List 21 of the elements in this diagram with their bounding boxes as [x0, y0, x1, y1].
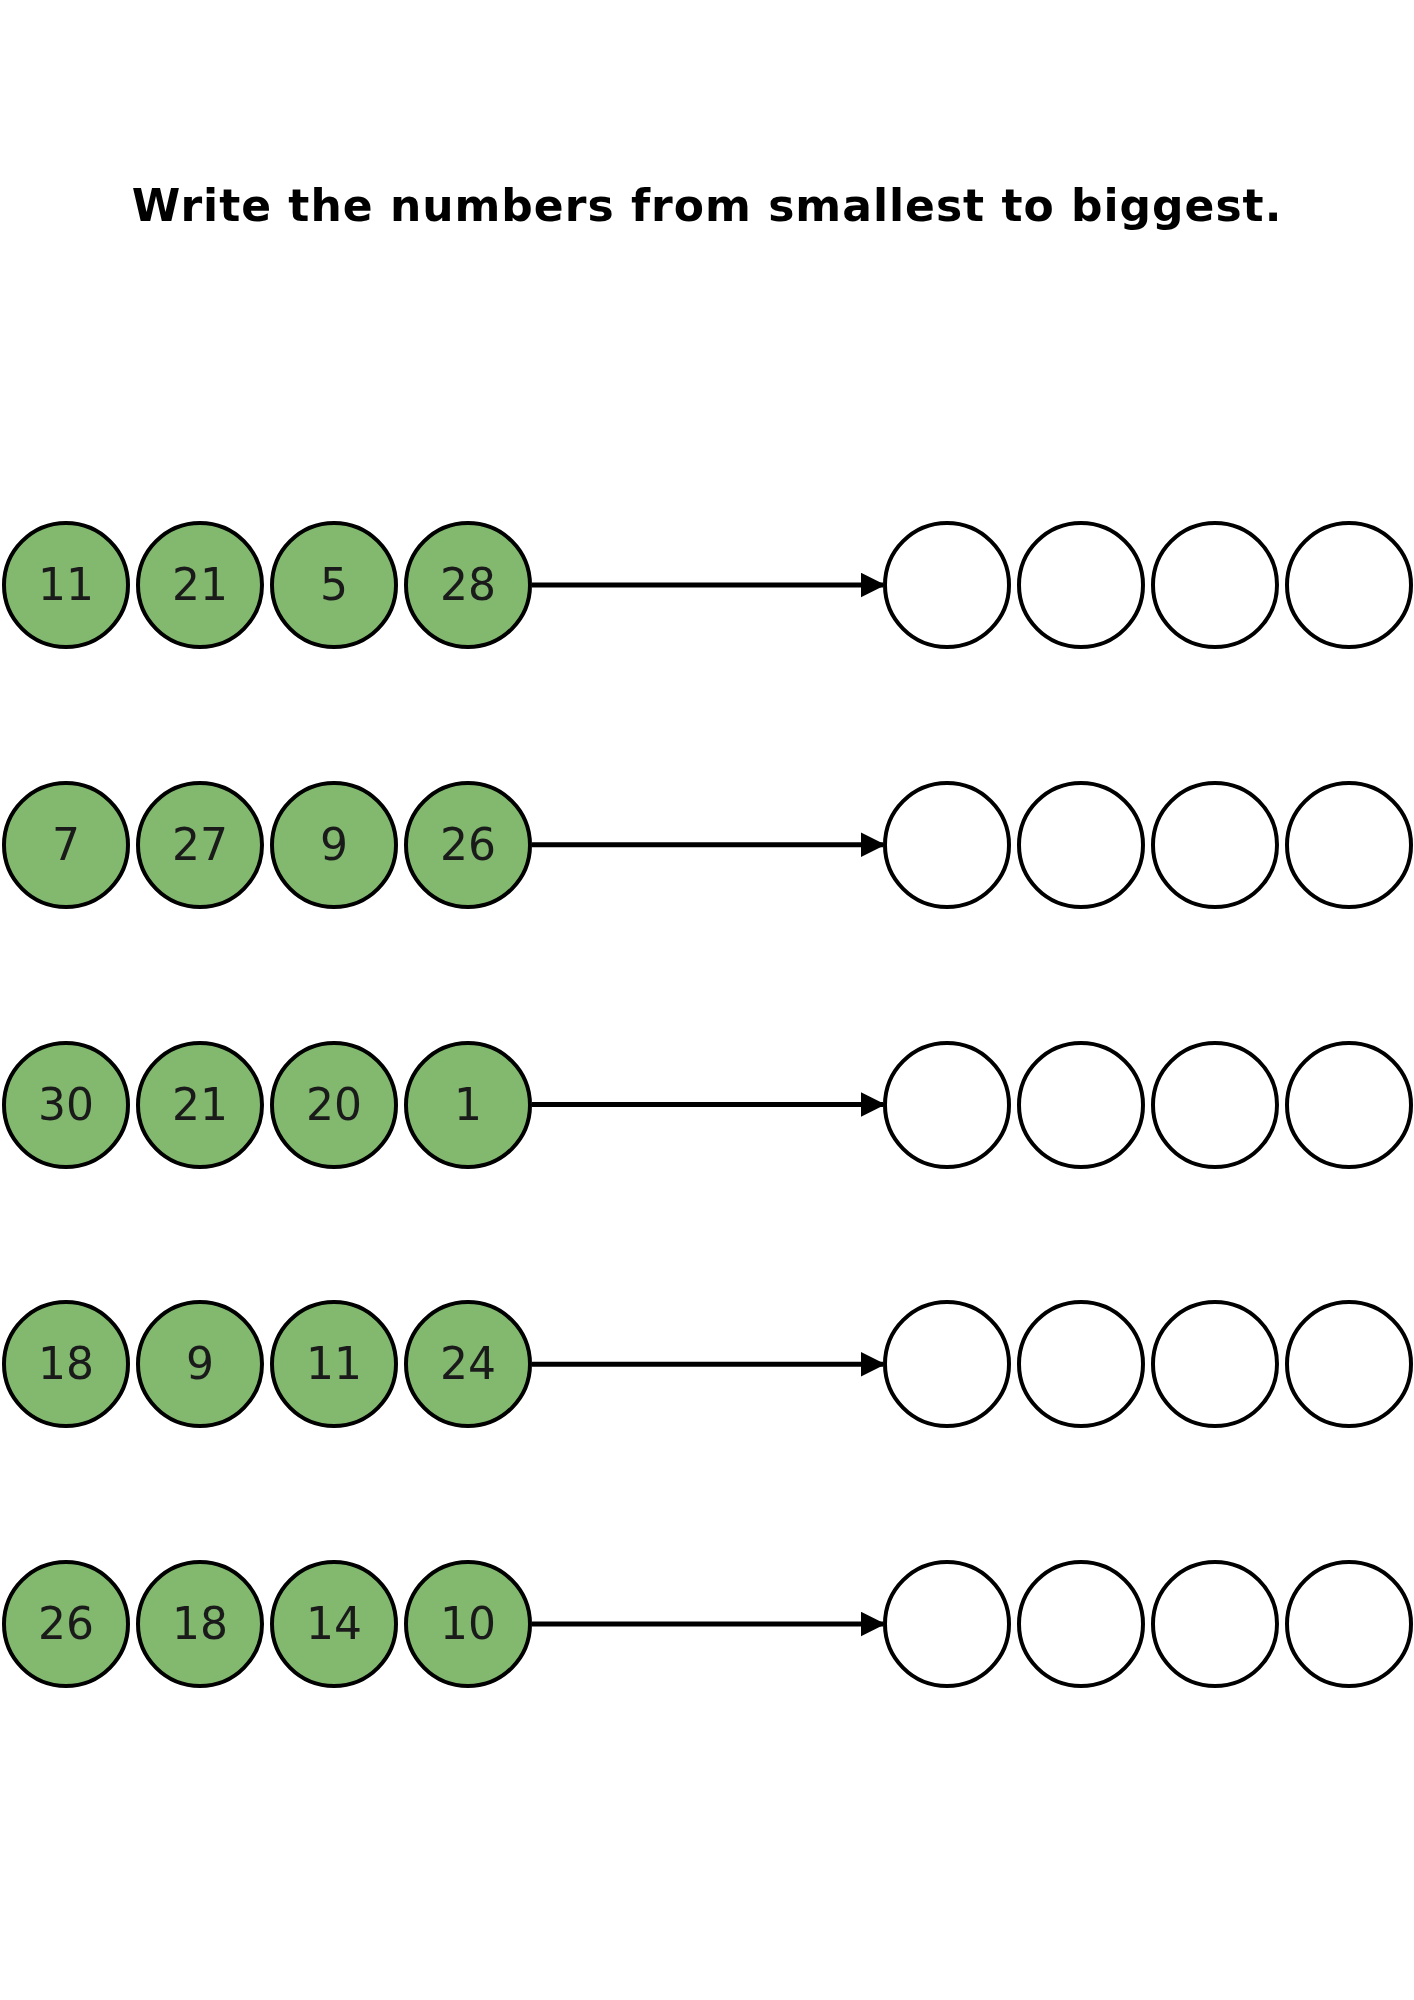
number-label: 21 — [172, 563, 228, 607]
worksheet-title: Write the numbers from smallest to biggest. — [130, 180, 1284, 231]
number-label: 1 — [454, 1082, 482, 1127]
number-label: 24 — [440, 1342, 496, 1387]
number-label: 26 — [440, 822, 496, 867]
number-label: 20 — [306, 1082, 362, 1127]
number-label: 28 — [440, 563, 496, 607]
number-label: 7 — [52, 822, 80, 867]
number-label: 18 — [172, 1602, 228, 1646]
number-label: 11 — [38, 563, 94, 607]
number-label: 9 — [320, 822, 348, 867]
number-label: 27 — [172, 822, 228, 867]
number-label: 10 — [440, 1602, 496, 1646]
number-label: 9 — [186, 1342, 214, 1387]
number-label: 26 — [38, 1602, 94, 1646]
number-label: 30 — [38, 1082, 94, 1127]
number-label: 5 — [320, 563, 348, 607]
number-label: 21 — [172, 1082, 228, 1127]
number-label: 11 — [306, 1342, 362, 1387]
number-label: 14 — [306, 1602, 362, 1646]
number-label: 18 — [38, 1342, 94, 1387]
